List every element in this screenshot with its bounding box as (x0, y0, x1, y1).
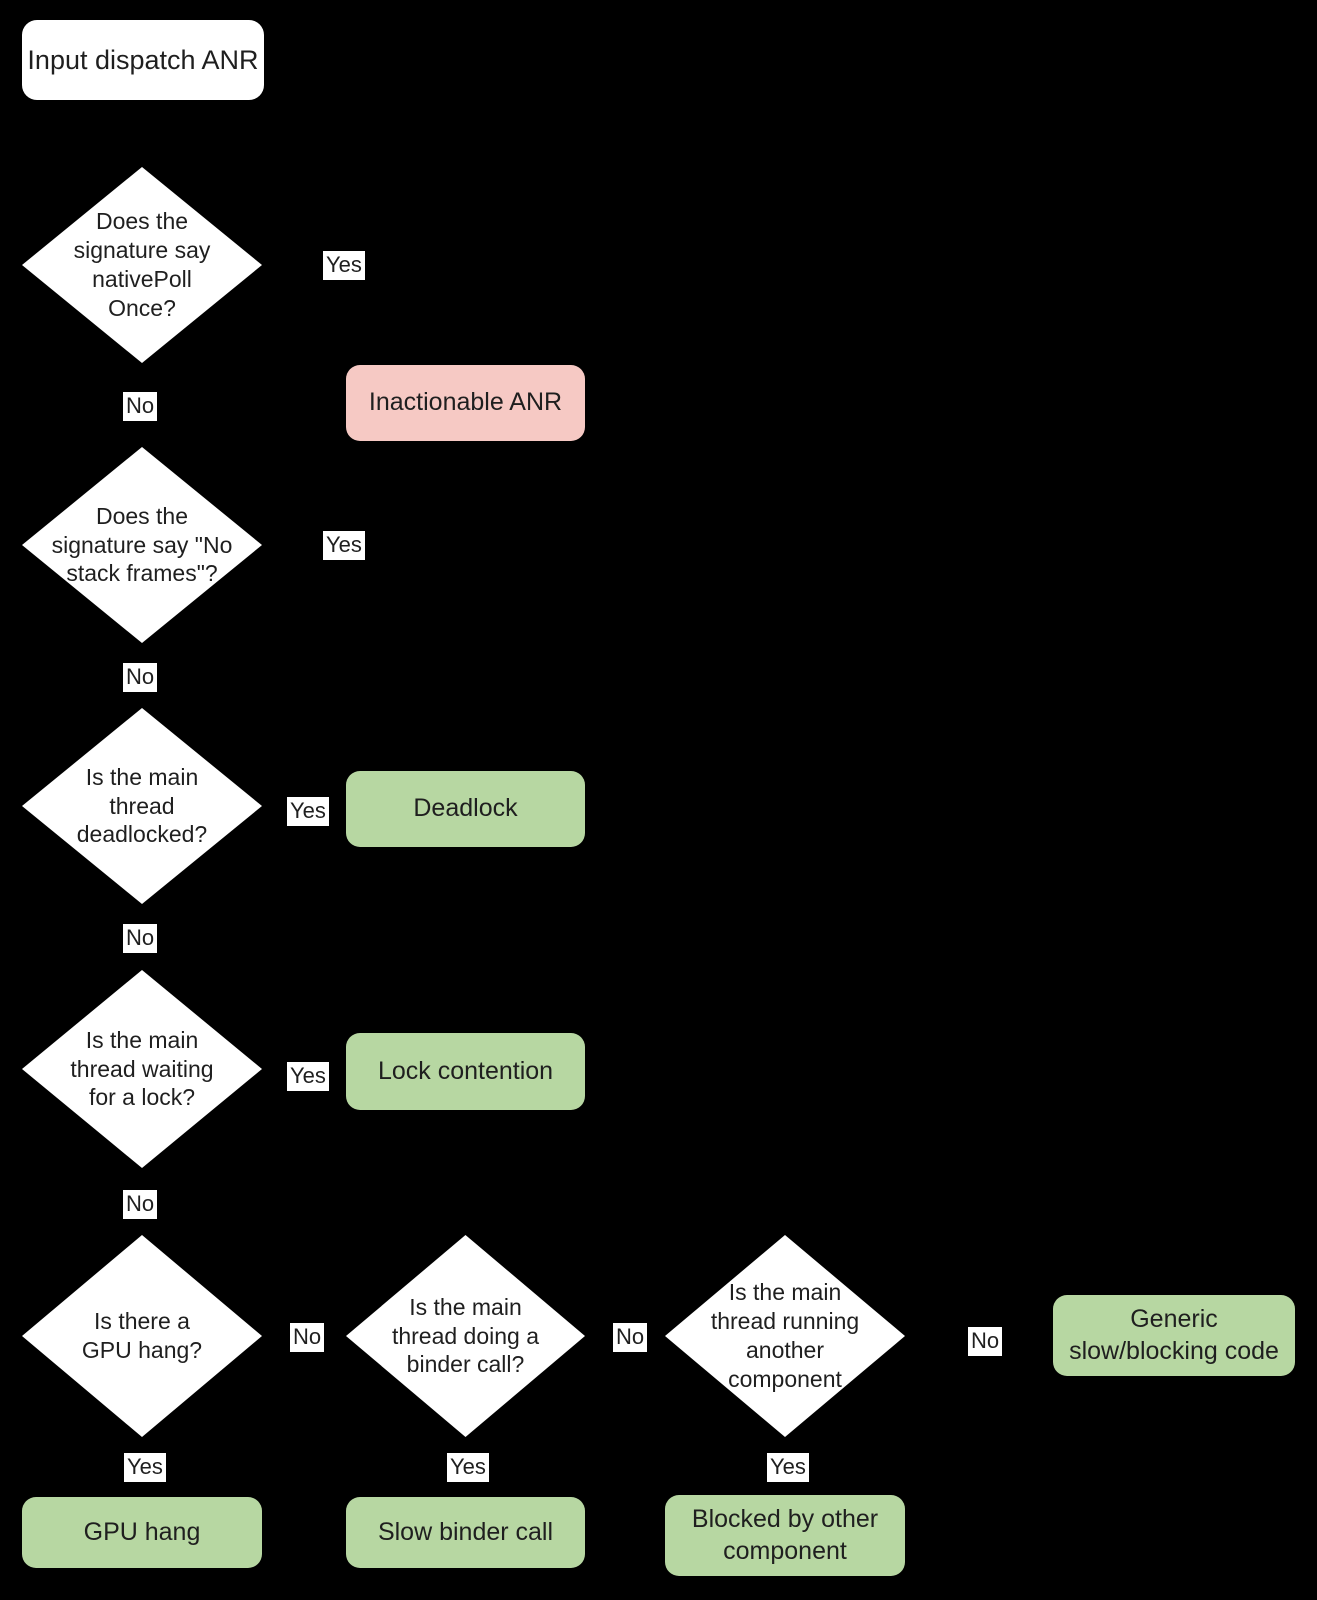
decision-main-thread-waiting-lock-label: Is the main thread waiting for a lock? (70, 1026, 214, 1111)
edge-label-no-gpu: No (290, 1323, 325, 1352)
edge-label-no-stackframes: No (123, 663, 158, 692)
edge-label-no-component: No (968, 1327, 1003, 1356)
edge-label-yes-waitlock: Yes (287, 1062, 329, 1091)
decision-main-thread-deadlocked: Is the main thread deadlocked? (22, 708, 262, 904)
result-slow-binder-call-label: Slow binder call (377, 1517, 554, 1546)
decision-binder-call: Is the main thread doing a binder call? (346, 1235, 585, 1437)
result-deadlock-label: Deadlock (413, 794, 518, 823)
decision-main-thread-deadlocked-label: Is the main thread deadlocked? (76, 763, 208, 848)
result-generic-slow-blocking-code: Generic slow/blocking code (1053, 1295, 1295, 1376)
edge-label-yes-binder: Yes (447, 1453, 489, 1482)
decision-gpu-hang: Is there a GPU hang? (22, 1235, 262, 1437)
decision-native-poll-once-label: Does the signature say nativePoll Once? (73, 208, 211, 321)
result-inactionable-anr: Inactionable ANR (346, 365, 585, 441)
result-generic-slow-blocking-code-label: Generic slow/blocking code (1069, 1305, 1279, 1365)
edge-label-yes-deadlocked: Yes (287, 797, 329, 826)
result-blocked-by-other-component: Blocked by other component (665, 1495, 905, 1576)
decision-running-another-component-label: Is the main thread running another compo… (710, 1279, 860, 1392)
edge-label-yes-component: Yes (767, 1453, 809, 1482)
result-gpu-hang-label: GPU hang (83, 1517, 201, 1546)
result-deadlock: Deadlock (346, 771, 585, 847)
edge-label-yes-nativepoll: Yes (323, 251, 365, 280)
decision-no-stack-frames: Does the signature say "No stack frames"… (22, 447, 262, 643)
decision-native-poll-once: Does the signature say nativePoll Once? (22, 167, 262, 363)
decision-main-thread-waiting-lock: Is the main thread waiting for a lock? (22, 970, 262, 1168)
decision-no-stack-frames-label: Does the signature say "No stack frames"… (51, 502, 233, 587)
result-slow-binder-call: Slow binder call (346, 1497, 585, 1568)
result-inactionable-anr-label: Inactionable ANR (368, 388, 563, 417)
start-node-input-dispatch-anr: Input dispatch ANR (22, 20, 264, 100)
start-node-label: Input dispatch ANR (27, 44, 259, 75)
decision-gpu-hang-label: Is there a GPU hang? (81, 1308, 203, 1363)
result-gpu-hang: GPU hang (22, 1497, 262, 1568)
edge-label-no-nativepoll: No (123, 392, 158, 421)
edge-label-yes-stackframes: Yes (323, 531, 365, 560)
edge-label-no-waitlock: No (123, 1190, 158, 1219)
edge-label-no-binder: No (613, 1323, 648, 1352)
result-blocked-by-other-component-label: Blocked by other component (691, 1505, 879, 1565)
edge-label-yes-gpu: Yes (124, 1453, 166, 1482)
result-lock-contention-label: Lock contention (377, 1056, 554, 1085)
result-lock-contention: Lock contention (346, 1033, 585, 1110)
decision-binder-call-label: Is the main thread doing a binder call? (391, 1293, 540, 1378)
edge-label-no-deadlocked: No (123, 924, 158, 953)
decision-running-another-component: Is the main thread running another compo… (665, 1235, 905, 1437)
